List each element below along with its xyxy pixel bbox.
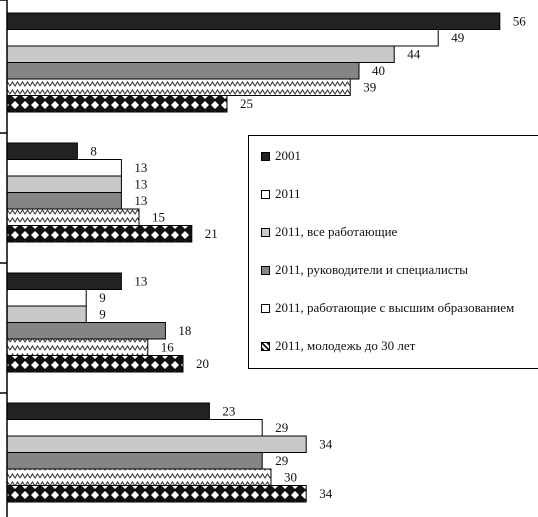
bar-s2-g0 xyxy=(6,45,395,63)
bar-s1-g1 xyxy=(6,159,122,177)
value-label-s5-g0: 25 xyxy=(240,96,253,111)
legend-item-5: 2011, молодежь до 30 лет xyxy=(261,338,415,354)
value-label-s2-g2: 9 xyxy=(99,306,106,321)
legend-swatch-0 xyxy=(261,151,270,161)
legend-label-5: 2011, молодежь до 30 лет xyxy=(275,338,416,353)
value-label-s5-g2: 20 xyxy=(196,356,209,371)
value-label-s2-g3: 34 xyxy=(319,436,333,451)
legend-label-1: 2011 xyxy=(275,186,301,201)
legend-item-4: 2011, работающие с высшим образованием xyxy=(261,300,514,316)
legend-swatch-3 xyxy=(261,265,270,275)
bar-s4-g1 xyxy=(6,208,140,226)
legend-label-0: 2001 xyxy=(275,148,301,163)
bar-s3-g3 xyxy=(6,452,263,470)
value-label-s3-g1: 13 xyxy=(134,193,147,208)
bar-s5-g1 xyxy=(6,225,193,243)
value-label-s3-g2: 18 xyxy=(178,323,191,338)
value-label-s4-g0: 39 xyxy=(363,79,376,94)
legend-item-0: 2001 xyxy=(261,148,301,164)
value-label-s4-g3: 30 xyxy=(284,469,297,484)
bar-s3-g0 xyxy=(6,62,360,80)
legend-label-3: 2011, руководители и специалисты xyxy=(275,262,469,277)
bar-s5-g3 xyxy=(6,485,307,503)
legend-label-4: 2011, работающие с высшим образованием xyxy=(275,300,515,315)
bar-s2-g2 xyxy=(6,305,87,323)
value-label-s1-g3: 29 xyxy=(275,420,288,435)
legend-item-1: 2011 xyxy=(261,186,301,202)
bar-s3-g1 xyxy=(6,192,122,210)
legend-swatch-2 xyxy=(261,227,270,237)
value-label-s3-g3: 29 xyxy=(275,453,288,468)
bar-s0-g0 xyxy=(6,12,501,30)
bar-s0-g1 xyxy=(6,142,78,160)
bar-s5-g2 xyxy=(6,355,184,373)
bar-s2-g1 xyxy=(6,175,122,193)
bar-s1-g3 xyxy=(6,419,263,437)
value-label-s3-g0: 40 xyxy=(372,63,385,78)
bar-s3-g2 xyxy=(6,322,166,340)
value-label-s5-g1: 21 xyxy=(205,226,218,241)
value-label-s1-g0: 49 xyxy=(451,30,464,45)
value-label-s1-g2: 9 xyxy=(99,290,106,305)
value-label-s5-g3: 34 xyxy=(319,486,333,501)
value-label-s0-g0: 56 xyxy=(513,13,527,28)
bar-s2-g3 xyxy=(6,435,307,453)
legend-swatch-4 xyxy=(261,303,270,313)
legend-label-2: 2011, все работающие xyxy=(275,224,398,239)
value-label-s0-g1: 8 xyxy=(90,143,97,158)
value-label-s4-g2: 16 xyxy=(161,339,175,354)
bar-s0-g2 xyxy=(6,272,122,290)
legend-item-3: 2011, руководители и специалисты xyxy=(261,262,468,278)
bar-s4-g2 xyxy=(6,338,149,356)
bar-s0-g3 xyxy=(6,402,210,420)
value-label-s0-g2: 13 xyxy=(134,273,147,288)
value-label-s2-g0: 44 xyxy=(407,46,421,61)
bar-s1-g0 xyxy=(6,29,439,47)
bar-s5-g0 xyxy=(6,95,228,113)
value-label-s0-g3: 23 xyxy=(222,403,235,418)
value-label-s1-g1: 13 xyxy=(134,160,147,175)
value-label-s2-g1: 13 xyxy=(134,176,147,191)
bar-s4-g0 xyxy=(6,78,351,96)
value-label-s4-g1: 15 xyxy=(152,209,165,224)
legend-swatch-1 xyxy=(261,189,270,199)
legend: 2001 2011 2011, все работающие 2011, руково… xyxy=(248,135,538,369)
legend-swatch-5 xyxy=(261,341,270,351)
legend-item-2: 2011, все работающие xyxy=(261,224,397,240)
bar-s4-g3 xyxy=(6,468,272,486)
bar-s1-g2 xyxy=(6,289,87,307)
